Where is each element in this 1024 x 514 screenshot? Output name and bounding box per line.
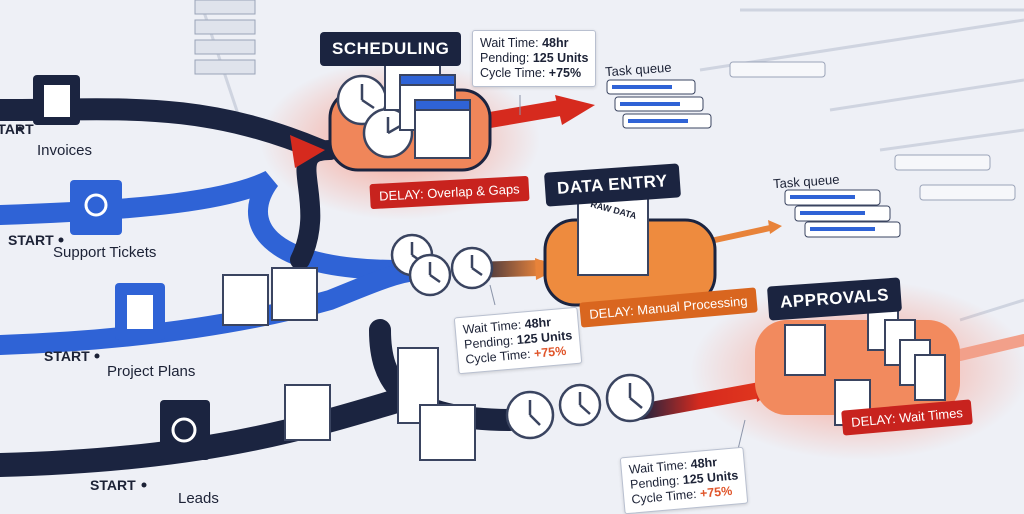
start-label-support: START <box>8 232 54 248</box>
growth-chart-icon <box>160 400 210 460</box>
source-label-project-plans: Project Plans <box>107 363 196 380</box>
source-label-invoices: Invoices <box>37 142 93 159</box>
start-dots <box>17 126 147 488</box>
metrics-tooltip-scheduling: Wait Time: 48hr Pending: 125 Units Cycle… <box>472 30 597 87</box>
start-label-leads: START <box>90 477 136 493</box>
stacked-layers-icon <box>194 0 256 75</box>
source-label-support-tickets: Support Tickets <box>53 244 157 261</box>
start-label-projects: START <box>44 348 90 364</box>
headset-agent-icon <box>70 180 122 235</box>
start-label-invoices: START <box>0 121 34 137</box>
stage-title-scheduling: SCHEDULING <box>320 32 462 66</box>
metrics-tooltip-approvals: Wait Time: 48hr Pending: 125 Units Cycle… <box>619 446 749 514</box>
clock-icons <box>336 74 655 440</box>
source-label-leads: Leads <box>178 490 219 507</box>
task-queue-bars <box>606 61 1016 238</box>
metrics-tooltip-data-entry: Wait Time: 48hr Pending: 125 Units Cycle… <box>453 306 583 375</box>
calendar-icons <box>384 54 471 159</box>
flow-paths <box>0 98 1024 477</box>
